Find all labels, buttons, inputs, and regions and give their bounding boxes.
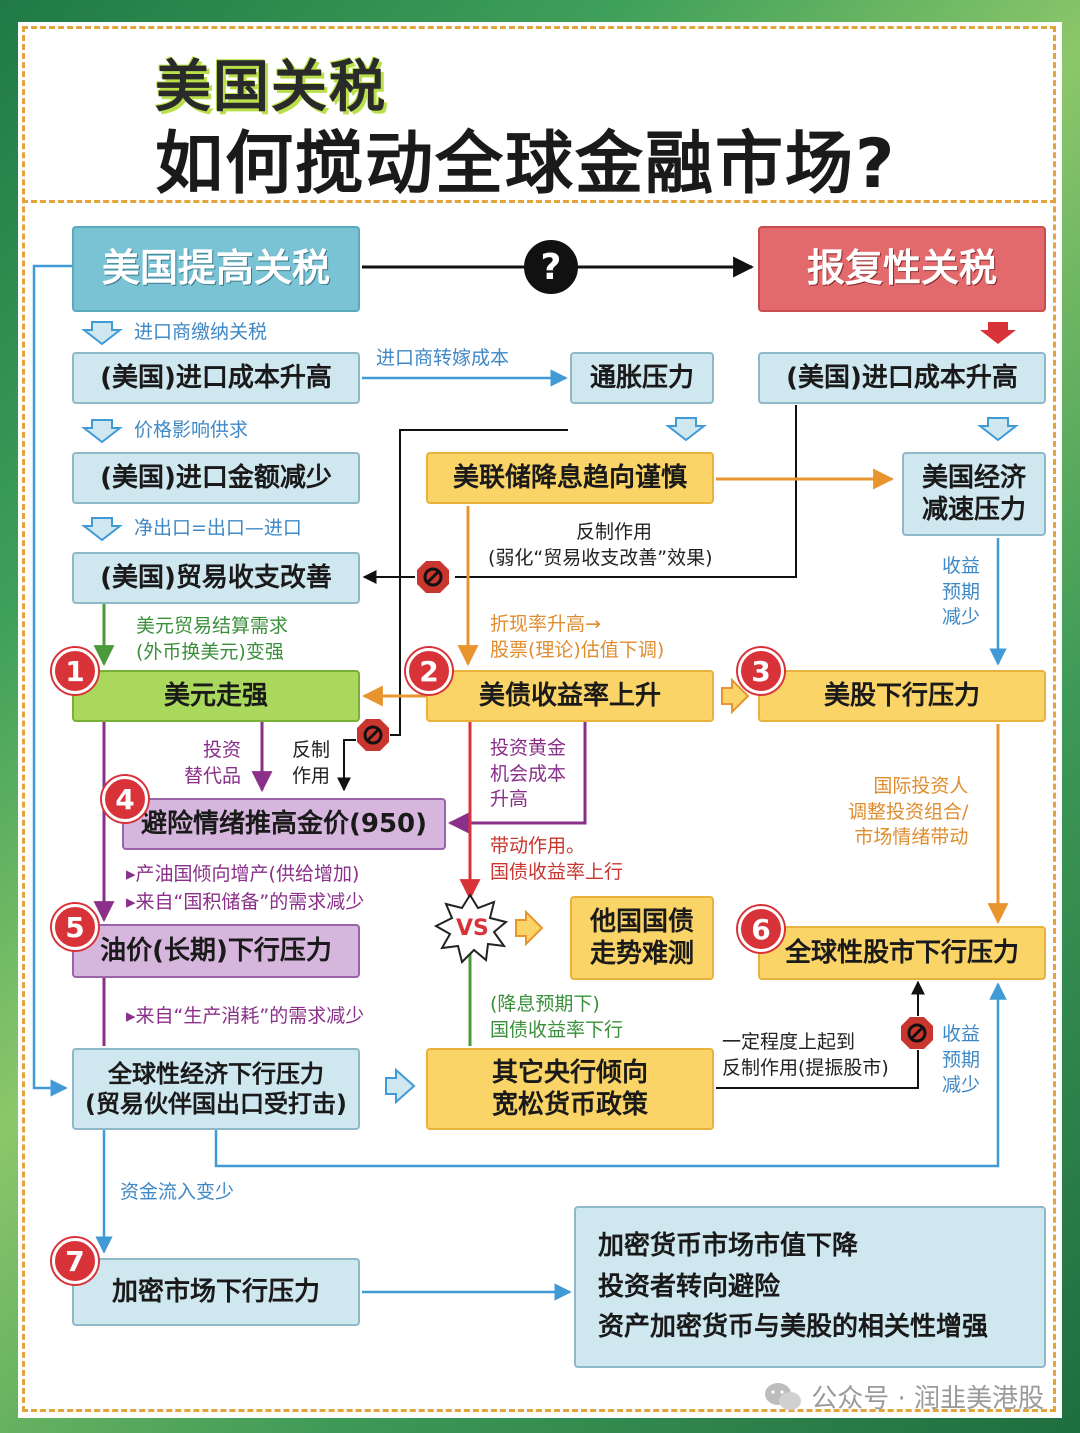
label-capital: 资金流入变少 <box>120 1181 235 1203</box>
question-mark-icon: ? <box>524 240 578 294</box>
node-other-central-banks: 其它央行倾向 宽松货币政策 <box>426 1048 714 1130</box>
label-drive2: 国债收益率上行 <box>490 861 624 883</box>
stop-icon <box>417 561 449 593</box>
node-ust-yield-up: 美债收益率上升 <box>426 670 714 722</box>
badge-5: 5 <box>52 904 98 950</box>
node-crypto-pressure: 加密市场下行压力 <box>72 1258 360 1326</box>
node-retal-import-cost: (美国)进口成本升高 <box>758 352 1046 404</box>
node-us-raise-tariff: 美国提高关税 <box>72 226 360 312</box>
label-counter1b: (弱化“贸易收支改善”效果) <box>488 547 713 569</box>
label-invest-alt: 投资替代品 <box>184 739 242 787</box>
wechat-icon <box>765 1382 802 1410</box>
node-us-stocks-pressure: 美股下行压力 <box>758 670 1046 722</box>
label-earnings2: 收益预期减少 <box>942 1023 981 1097</box>
label-counter2: 反制作用 <box>292 739 331 787</box>
label-rate-cut1: (降息预期下) <box>490 993 600 1015</box>
node-other-bonds: 他国国债 走势难测 <box>570 896 714 980</box>
label-oil-reserve: ▸来自“国积储备”的需求减少 <box>126 891 365 913</box>
dashed-border <box>22 26 1056 1412</box>
title-line2: 如何搅动全球金融市场? <box>155 125 897 204</box>
node-global-stocks: 全球性股市下行压力 <box>758 926 1046 980</box>
title-divider <box>22 200 1056 203</box>
label-earnings1: 收益预期减少 <box>942 555 981 629</box>
badge-6: 6 <box>738 906 784 952</box>
label-pass-cost: 进口商转嫁成本 <box>376 347 510 369</box>
node-us-import-cost: (美国)进口成本升高 <box>72 352 360 404</box>
label-importer-tax: 进口商缴纳关税 <box>134 321 268 343</box>
footer-watermark: 公众号 · 润韭美港股 <box>763 1378 1044 1415</box>
label-oil-supply: ▸产油国倾向增产(供给增加) <box>126 863 360 885</box>
stop-icon <box>357 719 389 751</box>
node-gold: 避险情绪推高金价(950) <box>122 798 446 850</box>
label-counter1: 反制作用 <box>576 521 653 543</box>
node-fed-cautious: 美联储降息趋向谨慎 <box>426 452 714 504</box>
label-rate-cut2: 国债收益率下行 <box>490 1019 624 1041</box>
node-global-econ: 全球性经济下行压力 (贸易伙伴国出口受打击) <box>72 1048 360 1130</box>
node-us-slowdown: 美国经济 减速压力 <box>902 452 1046 536</box>
label-discount1: 折现率升高→ <box>490 613 601 635</box>
badge-7: 7 <box>52 1238 98 1284</box>
badge-4: 4 <box>102 776 148 822</box>
node-retaliatory-tariff: 报复性关税 <box>758 226 1046 312</box>
stop-icon <box>901 1017 933 1049</box>
badge-2: 2 <box>406 648 452 694</box>
label-net-export: 净出口=出口—进口 <box>134 517 302 539</box>
label-usd-demand2: (外币换美元)变强 <box>136 641 284 663</box>
node-trade-balance: (美国)贸易收支改善 <box>72 552 360 604</box>
label-drive1: 带动作用。 <box>490 835 586 857</box>
crypto-detail-line: 资产加密货币与美股的相关性增强 <box>598 1312 989 1343</box>
vs-burst-icon <box>433 893 509 964</box>
node-usd-strong: 美元走强 <box>72 670 360 722</box>
badge-1: 1 <box>52 648 98 694</box>
label-intl-investors: 国际投资人调整投资组合/市场情绪带动 <box>848 775 969 849</box>
crypto-detail-line: 加密货币市场市值下降 <box>598 1231 859 1262</box>
label-partial1: 一定程度上起到 <box>722 1031 856 1053</box>
crypto-detail-line: 投资者转向避险 <box>598 1271 781 1302</box>
footer-text: 公众号 · 润韭美港股 <box>811 1384 1044 1414</box>
title-line1: 美国关税 <box>155 55 387 120</box>
badge-3: 3 <box>738 648 784 694</box>
label-gold-cost: 投资黄金机会成本升高 <box>490 737 567 811</box>
label-oil-consume: ▸来自“生产消耗”的需求减少 <box>126 1005 365 1027</box>
label-vs: VS <box>456 916 489 941</box>
label-usd-demand1: 美元贸易结算需求 <box>136 615 289 637</box>
label-price-effect: 价格影响供求 <box>134 419 249 441</box>
node-inflation: 通胀压力 <box>570 352 714 404</box>
label-partial2: 反制作用(提振股市) <box>722 1057 889 1079</box>
node-crypto-detail: 加密货币市场市值下降 投资者转向避险 资产加密货币与美股的相关性增强 <box>574 1206 1046 1368</box>
node-oil: 油价(长期)下行压力 <box>72 924 360 978</box>
label-discount2: 股票(理论)估值下调) <box>490 639 665 661</box>
node-import-amount: (美国)进口金额减少 <box>72 452 360 504</box>
